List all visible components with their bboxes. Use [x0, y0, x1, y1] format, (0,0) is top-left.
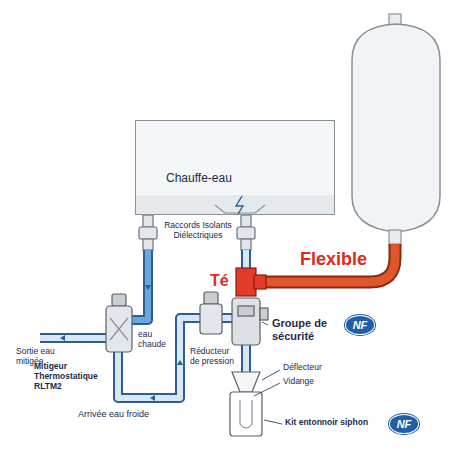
water-heater-body: [135, 120, 335, 215]
part-label: Groupe de sécurité: [272, 317, 340, 342]
safety-group: [232, 298, 268, 345]
pressure-reducer: [200, 292, 222, 334]
part-label: Déflecteur: [283, 363, 353, 373]
part-label: Kit entonnoir siphon: [285, 418, 385, 428]
nf-logo: NF: [389, 414, 420, 434]
thermostatic-mixer: [106, 294, 132, 352]
expansion-vessel: [352, 14, 440, 244]
flow-arrows: [60, 285, 183, 401]
part-label: Réducteur de pression: [190, 347, 240, 367]
funnel-siphon-kit: [230, 372, 262, 436]
part-label: Raccords Isolants Diélectriques: [162, 221, 234, 241]
part-callout: Té: [210, 272, 236, 290]
part-label: Vidange: [283, 377, 353, 387]
certification-mark: NF: [397, 418, 412, 430]
part-label: Mitigeur Thermostatique RLTM2: [34, 362, 108, 391]
dielectric-fittings: [139, 215, 255, 250]
flexible-hose: [262, 244, 395, 282]
part-label: eau chaude: [138, 330, 174, 350]
node-title: Chauffe-eau: [166, 171, 334, 185]
water-heater-box: Chauffe-eau: [135, 120, 335, 215]
part-callout: Flexible: [300, 249, 390, 270]
part-label: Arrivée eau froide: [78, 409, 188, 419]
tee-fitting: [236, 268, 266, 296]
certification-mark: NF: [353, 319, 368, 331]
nf-logo: NF: [345, 315, 376, 335]
